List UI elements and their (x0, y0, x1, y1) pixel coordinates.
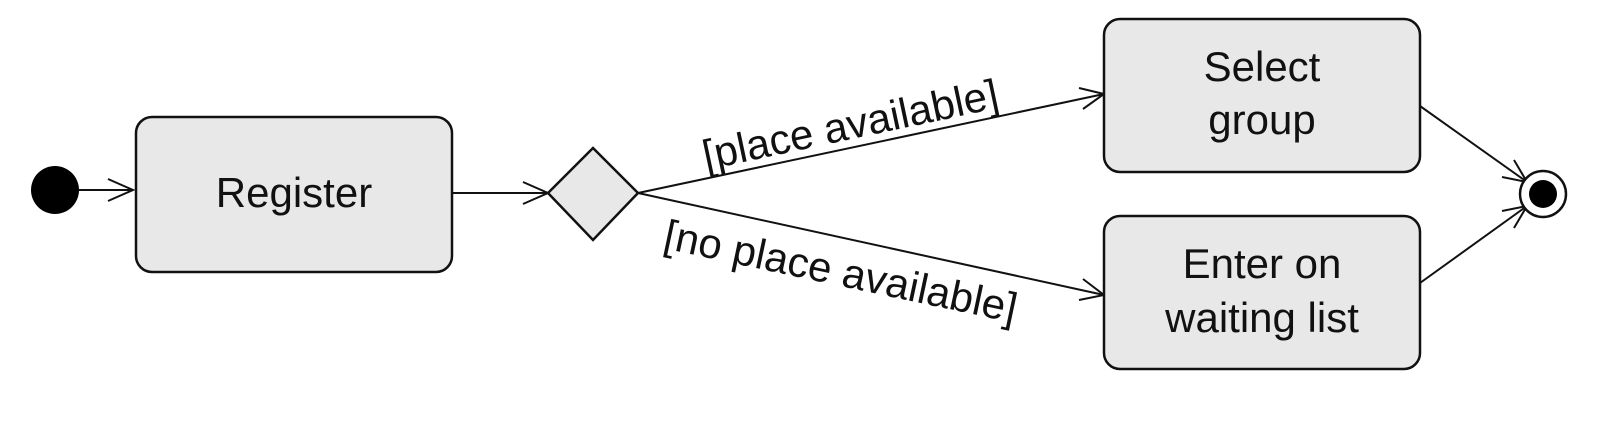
activity-register-label: Register (216, 169, 372, 216)
guard-no-place-available: [no place available] (660, 211, 1022, 332)
activity-waiting-list: Enter on waiting list (1102, 214, 1422, 371)
flow-waiting-list-to-final (1419, 205, 1528, 284)
activity-waiting-list-line2: waiting list (1164, 294, 1359, 341)
flow-select-group-to-final (1419, 105, 1528, 183)
final-node (1518, 169, 1568, 219)
activity-waiting-list-line1: Enter on (1183, 240, 1342, 287)
guard-place-available: [place available] (698, 70, 1002, 179)
flow-decision-to-waiting-list (637, 192, 1105, 296)
activity-select-group-line2: group (1208, 96, 1315, 143)
activity-register: Register (134, 115, 454, 274)
decision-node (546, 146, 640, 242)
flow-decision-to-select-group (637, 93, 1105, 194)
initial-node (31, 166, 79, 214)
activity-select-group-line1: Select (1204, 43, 1321, 90)
activity-select-group: Select group (1102, 17, 1422, 174)
arrowhead-register (107, 178, 136, 202)
